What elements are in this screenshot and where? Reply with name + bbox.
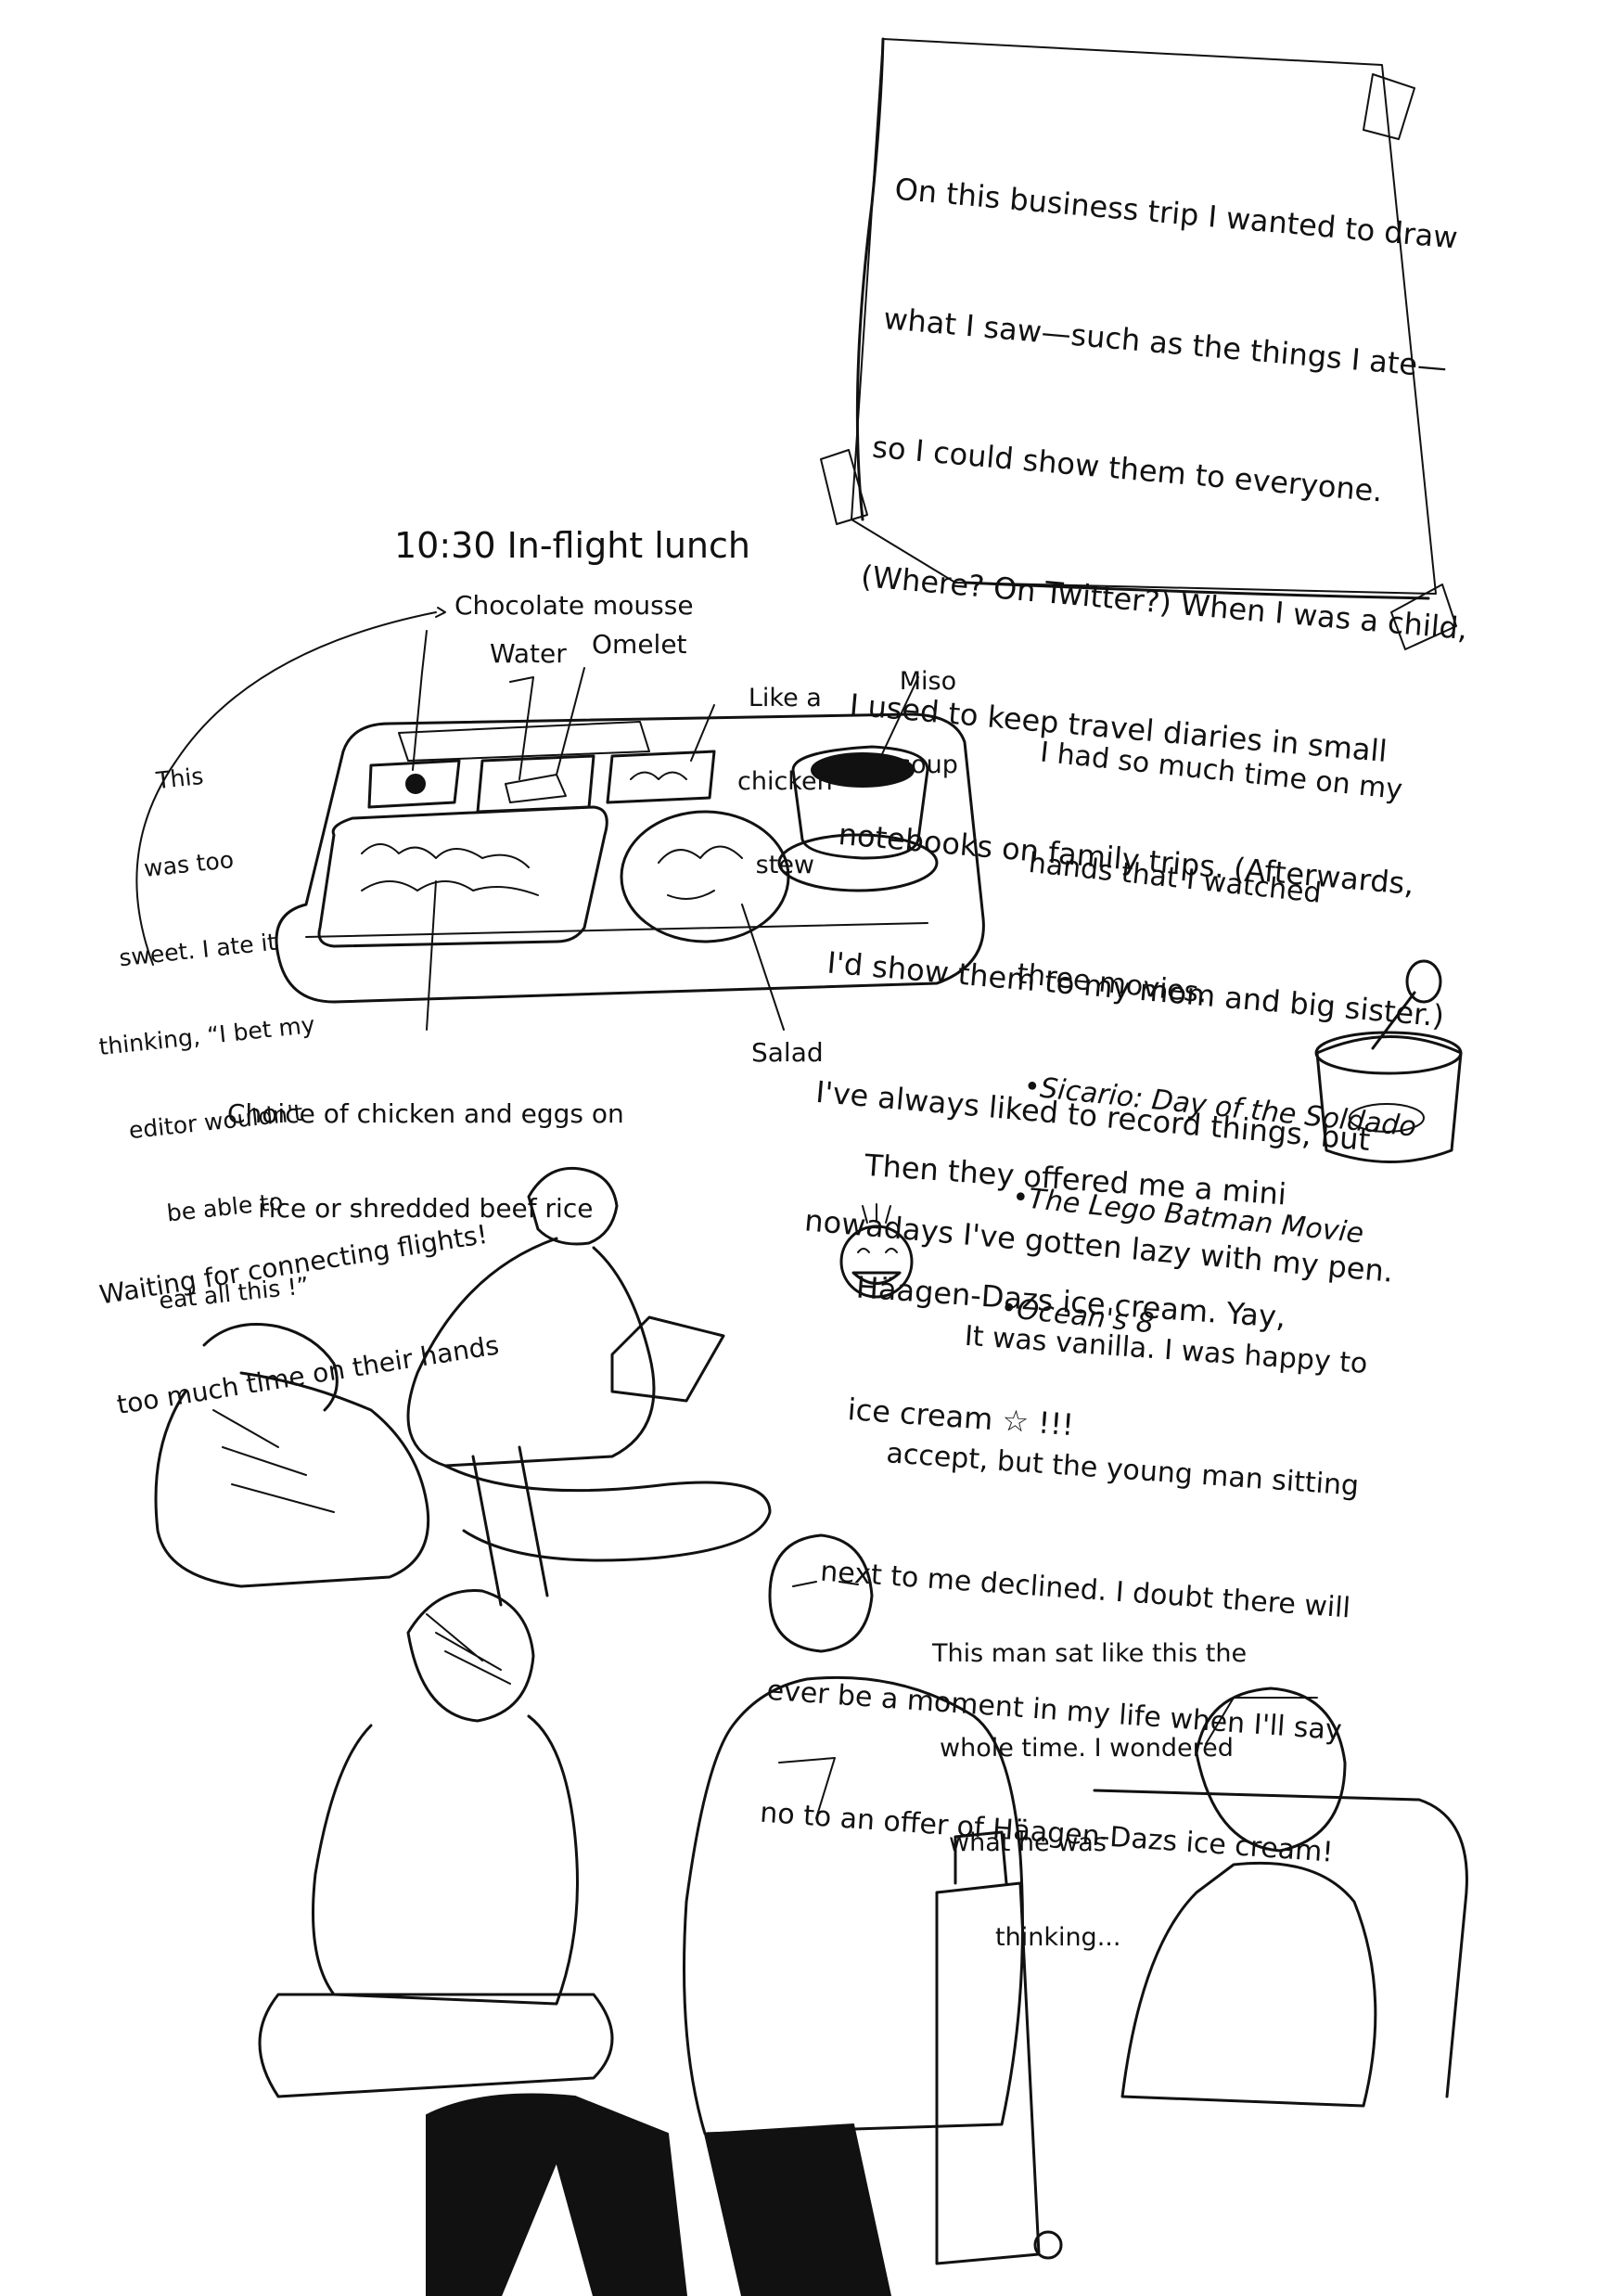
man-sitting-caption-line: This man sat like this the [932, 1639, 1248, 1668]
note-paper [820, 37, 1457, 650]
label-salad: Salad [751, 1037, 824, 1068]
tablet [610, 1315, 725, 1403]
label-chicken-stew-line: stew [755, 851, 815, 879]
label-chicken-stew-line: chicken [737, 767, 833, 796]
tape-bottom-right [1390, 584, 1457, 650]
stew-cup [606, 750, 716, 804]
movies-intro-line: three movies. [1015, 957, 1210, 1010]
lunch-tray-drawing [275, 712, 985, 1004]
lunch-heading: 10:30 In-flight lunch [394, 525, 750, 566]
intro-note-line: so I could show them to everyone. [870, 429, 1385, 509]
man-sitting-caption: This man sat like this the whole time. I… [932, 1575, 1247, 2017]
label-chicken-stew: Like a chicken stew [737, 629, 833, 935]
smiling-face-drawing [839, 1203, 914, 1299]
lunch-side-comment-line: This [154, 762, 205, 795]
lunch-side-comment-line: was too [142, 846, 236, 883]
label-main-dish: Choice of chicken and eggs on rice or sh… [227, 1035, 624, 1288]
label-chocolate-mousse: Chocolate mousse [454, 590, 694, 621]
ice-cream-reaction-line: It was vanilla. I was happy to [963, 1319, 1369, 1381]
label-water: Water [490, 638, 567, 669]
waiting-passengers-drawing [154, 1166, 772, 1607]
intro-note-line: what I saw—such as the things I ate— [882, 300, 1449, 385]
waiting-caption-line: Waiting for connecting flights! [96, 1218, 490, 1311]
utensil-pack [398, 721, 650, 762]
waiting-caption: Waiting for connecting flights! too much… [85, 1143, 519, 1497]
label-miso-soup-line: Miso [899, 667, 957, 696]
ice-cream-cup-drawing [1314, 959, 1463, 1163]
young-man-back-drawing [258, 1589, 614, 2098]
tape-top-right [1363, 73, 1415, 140]
mousse-cup [367, 759, 461, 809]
intro-note-line: On this business trip I wanted to draw [893, 171, 1460, 256]
movies-intro-line: hands that I watched [1027, 846, 1324, 910]
label-miso-soup-line: soup [898, 750, 958, 779]
ice-cream-offer-line: Then they offered me a mini [864, 1147, 1288, 1212]
woman-on-phone-drawing [935, 1687, 1468, 2265]
man-sitting-caption-line: whole time. I wondered [940, 1734, 1234, 1763]
omelet-cup [476, 754, 595, 814]
miso-soup-cup [791, 745, 929, 860]
label-miso-soup: Miso soup [898, 612, 958, 835]
annotation-lines [135, 607, 919, 1031]
main-dish-box [317, 805, 608, 948]
waiting-caption-line: too much time on their hands [114, 1329, 502, 1421]
tape-bottom-left [820, 449, 868, 525]
man-sitting-caption-line: thinking... [995, 1923, 1121, 1952]
man-sitting-caption-line: what he was [949, 1828, 1107, 1857]
lunch-side-comment-line: sweet. I ate it [117, 928, 278, 972]
movies-intro-line: I had so much time on my [1038, 736, 1404, 807]
ice-cream-reaction-line: accept, but the young man sitting [885, 1437, 1361, 1503]
label-omelet: Omelet [592, 629, 687, 660]
seated-man-drawing [426, 1533, 1024, 2296]
label-main-dish-line: rice or shredded beef rice [258, 1193, 594, 1224]
label-main-dish-line: Choice of chicken and eggs on [227, 1098, 624, 1129]
label-chicken-stew-line: Like a [748, 684, 822, 712]
